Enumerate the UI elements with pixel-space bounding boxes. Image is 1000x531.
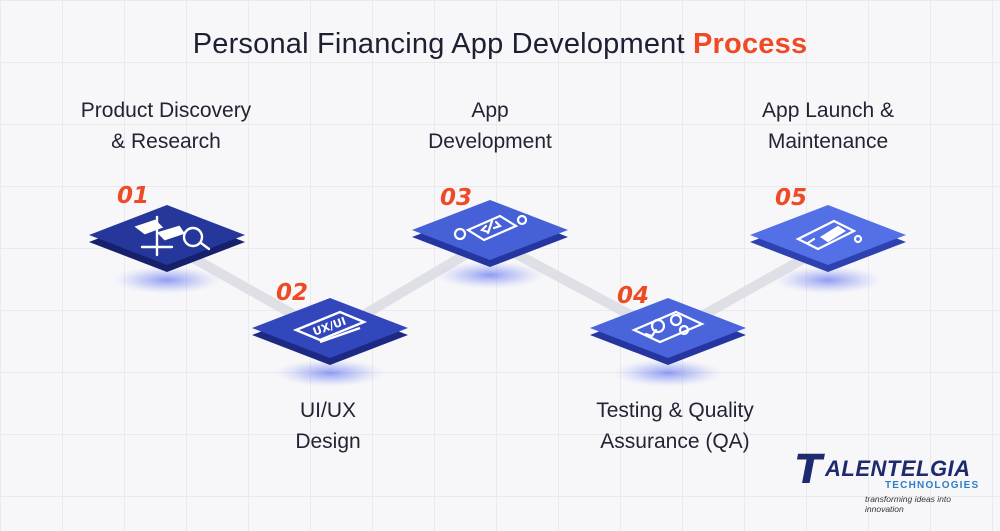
- logo-tagline: transforming ideas into innovation: [865, 494, 951, 514]
- step-5-label: App Launch & Maintenance: [762, 99, 894, 153]
- tile-glow: [275, 359, 385, 387]
- signpost-search-icon: [134, 215, 211, 257]
- step-4-tile: [590, 298, 746, 387]
- title-accent: Process: [693, 28, 808, 60]
- phone-rocket-icon: [795, 219, 863, 251]
- tile-glow: [773, 266, 883, 294]
- step-1-label: Product Discovery & Research: [80, 99, 252, 153]
- step-2-number: 02: [276, 280, 309, 306]
- step-2-tile: UX/UI: [252, 298, 408, 387]
- phone-code-gear-icon: [453, 214, 528, 242]
- tile-glow: [112, 266, 222, 294]
- step-4-number: 04: [617, 283, 650, 309]
- logo-name: ALENTELGIA: [825, 456, 971, 481]
- step-5-number: 05: [775, 185, 808, 211]
- tile-glow: [435, 261, 545, 289]
- logo-subtitle: TECHNOLOGIES: [885, 480, 980, 491]
- step-1-tile: [89, 205, 245, 294]
- step-3-number: 03: [440, 185, 473, 211]
- step-1-number: 01: [117, 183, 150, 209]
- company-logo: T ALENTELGIA TECHNOLOGIES transforming i…: [795, 447, 985, 514]
- tile-glow: [613, 359, 723, 387]
- testing-gears-icon: [631, 310, 705, 344]
- step-5-tile: [750, 205, 906, 294]
- page-title: Personal Financing App Development Proce…: [0, 28, 1000, 61]
- title-main: Personal Financing App Development: [192, 28, 685, 60]
- step-2-label: UI/UX Design: [295, 399, 361, 453]
- step-4-label: Testing & Quality Assurance (QA): [596, 399, 754, 453]
- step-3-tile: [412, 200, 568, 289]
- logo-mark: T: [795, 447, 823, 493]
- step-3-label: App Development: [428, 99, 552, 153]
